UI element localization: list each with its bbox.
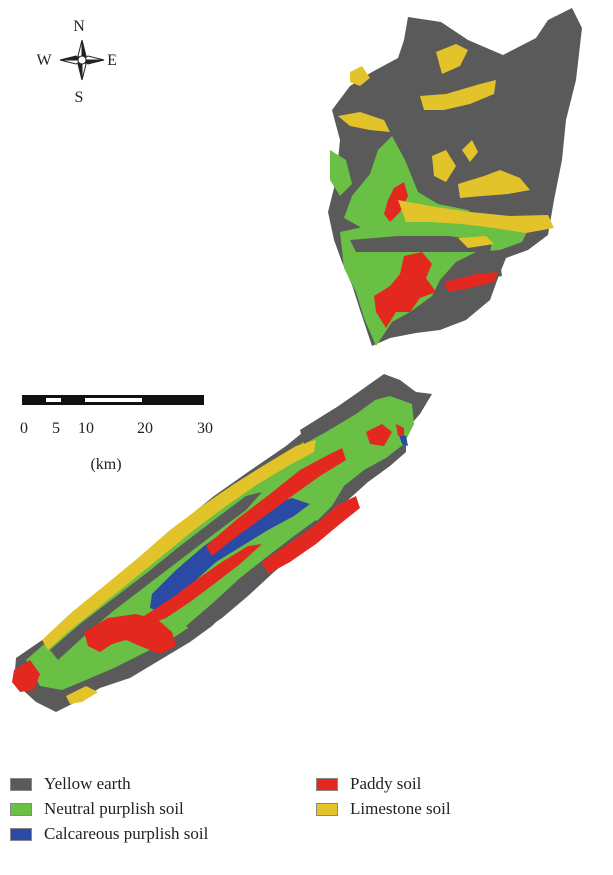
limestone-soil-zone — [458, 170, 530, 198]
legend-item: Paddy soil — [316, 772, 421, 796]
compass-west-label: W — [36, 52, 52, 69]
paddy-soil-zone — [444, 272, 498, 292]
legend-item: Yellow earth — [10, 772, 131, 796]
scale-bar-segment — [46, 398, 61, 402]
scale-tick-label: 30 — [197, 420, 213, 437]
paddy-soil-zone — [84, 614, 176, 654]
neutral-purplish-zone — [330, 150, 352, 196]
scale-bar: 0 5 10 20 30 (km) — [20, 395, 213, 473]
legend-item: Neutral purplish soil — [10, 797, 184, 821]
southern-region — [12, 374, 432, 712]
neutral-purplish-zone — [344, 136, 480, 232]
limestone-soil-zone — [436, 44, 468, 74]
scale-tick-label: 10 — [78, 420, 94, 437]
paddy-soil-zone — [396, 424, 404, 436]
compass-east-label: E — [107, 52, 117, 69]
scale-tick-label: 5 — [52, 420, 60, 437]
paddy-soil-zone — [366, 424, 392, 446]
limestone-soil-zone — [432, 150, 456, 182]
limestone-soil-zone — [350, 66, 370, 86]
compass-north-label: N — [73, 18, 85, 35]
compass-south-label: S — [75, 89, 84, 106]
legend: Yellow earth Paddy soil Neutral purplish… — [10, 772, 610, 872]
yellow-earth-zone — [50, 492, 262, 660]
paddy-soil-zone — [206, 448, 346, 556]
legend-label: Calcareous purplish soil — [44, 824, 209, 843]
scale-unit-label: (km) — [90, 456, 121, 473]
limestone-soil-zone — [338, 112, 390, 132]
scale-bar-segment — [85, 398, 142, 402]
paddy-soil-zone — [262, 496, 360, 574]
northern-region — [328, 8, 582, 346]
paddy-soil-zone — [12, 660, 40, 692]
paddy-soil-zone — [144, 544, 262, 624]
legend-label: Neutral purplish soil — [44, 799, 184, 818]
paddy-soil-zone — [384, 182, 408, 222]
legend-label: Yellow earth — [44, 774, 131, 793]
legend-item: Limestone soil — [316, 797, 451, 821]
legend-swatch — [10, 827, 32, 841]
limestone-soil-zone — [420, 80, 496, 110]
legend-swatch — [316, 777, 338, 791]
legend-label: Limestone soil — [350, 799, 451, 818]
paddy-soil-zone — [374, 252, 436, 328]
limestone-soil-zone — [458, 236, 494, 248]
compass-rose: N W E S — [36, 18, 116, 106]
yellow-earth-zone — [300, 394, 378, 444]
legend-swatch — [10, 777, 32, 791]
limestone-soil-zone — [462, 140, 478, 162]
compass-star-icon — [59, 39, 105, 81]
limestone-soil-zone — [398, 200, 554, 233]
scale-tick-label: 0 — [20, 420, 28, 437]
yellow-earth-zone — [350, 236, 492, 252]
legend-swatch — [316, 802, 338, 816]
scale-tick-label: 20 — [137, 420, 153, 437]
soil-map: N W E S 0 5 10 20 30 (km) — [12, 8, 582, 712]
legend-swatch — [10, 802, 32, 816]
limestone-soil-zone — [42, 440, 316, 650]
legend-item: Calcareous purplish soil — [10, 822, 208, 846]
legend-label: Paddy soil — [350, 774, 422, 793]
limestone-soil-zone — [66, 686, 98, 704]
